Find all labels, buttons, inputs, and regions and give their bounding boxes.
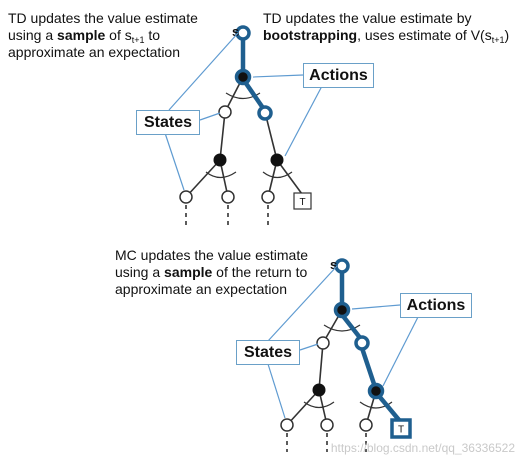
td-terminal-node [293,192,312,210]
td-callout-states-leaf [164,132,185,191]
td-terminal-label: T [299,197,305,208]
td-caption-right-line2-mid: , uses estimate of V(s [357,27,492,43]
td-leaf-state-1 [179,190,193,204]
td-leaf-state-2 [221,190,235,204]
mc-highlight-action-to-state [341,314,363,341]
mc-arc-action-right [359,401,393,409]
td-caption-left-line2-pre: using a [8,27,58,43]
td-callout-actions-root [252,74,304,78]
mc-arc-action-left [303,401,335,409]
td-states-label: States [136,110,200,135]
td-caption-right-line2: bootstrapping, uses estimate of V(st+1) [263,27,510,45]
td-action-node-right [270,153,284,167]
td-callout-states-left [199,112,221,121]
td-caption-right: TD updates the value estimate by bootstr… [263,10,510,45]
mc-root-action-node [333,301,351,319]
td-actions-label: Actions [303,63,374,88]
td-tree-edges [185,76,303,226]
mc-arc-root [323,324,361,332]
td-action-node-left [213,153,227,167]
mc-leaf-state-1 [280,418,294,432]
mc-highlight-state-to-action [359,347,377,385]
td-callout-states-root [168,32,239,111]
mc-edge-state-to-action-left [318,342,324,391]
td-arc-root [225,92,261,100]
td-callout-actions-right [284,85,323,157]
td-arc-action-right [262,171,293,179]
td-caption-left-line2: using a sample of st+1 to [8,27,198,45]
td-caption-left-line3: approximate an expectation [8,44,180,60]
mc-highlight-path [339,271,401,422]
td-root-label: s [232,24,239,39]
td-expectation-arcs [205,92,293,179]
mc-root-label: s [330,257,337,272]
td-caption-left-line2-post: to [144,27,161,43]
td-caption-right-line2-sub: t+1 [491,35,505,45]
td-caption-right-line2-bold: bootstrapping [263,27,358,43]
td-caption-left: TD updates the value estimate using a sa… [8,10,198,61]
mc-action-node-left [312,383,326,397]
mc-states-label: States [236,340,300,365]
td-caption-right-line1: TD updates the value estimate by [263,10,472,26]
td-caption-left-line2-bold: sample [57,27,106,43]
mc-callout-states-leaf [267,363,286,419]
mc-caption: MC updates the value estimate using a sa… [115,247,308,298]
mc-highlight-action-to-terminal [377,394,401,422]
td-root-state-node [235,25,251,41]
td-diagram: T s [164,24,323,226]
mc-actions-label: Actions [400,293,472,318]
td-caption-left-line2-sub: t+1 [131,35,145,45]
mc-leaf-state-2 [320,418,334,432]
td-caption-right-line2-post: ) [504,27,510,43]
td-callout-lines [164,32,323,191]
mc-leaf-state-3 [359,418,373,432]
td-caption-left-line1: TD updates the value estimate [8,10,198,26]
mc-callout-lines [267,265,419,419]
mc-terminal-node [390,418,412,439]
mc-diagram: T s [267,257,419,452]
td-next-state-node [257,105,273,121]
mc-callout-actions-root [351,304,401,310]
td-arc-action-left [205,171,237,179]
watermark-text: https://blog.csdn.net/qq_36336522 [330,441,515,455]
mc-state-node-left [316,336,330,350]
mc-terminal-label: T [398,425,404,436]
td-root-action-node [234,68,252,86]
td-edge-state-to-action-left [219,111,226,161]
td-edge-action-to-leaf-1 [185,159,221,198]
mc-callout-states-left [299,343,319,351]
mc-caption-line3: approximate an expectation [115,281,287,297]
mc-callout-states-root [267,265,338,342]
td-leaf-state-3 [261,190,275,204]
mc-caption-line2-pre: using a [115,264,165,280]
mc-callout-actions-path [382,316,419,387]
td-state-node-left [218,105,232,119]
mc-root-state-node [334,258,350,274]
mc-caption-line2-post: of the return to [212,264,308,280]
mc-action-node-path [367,382,385,400]
mc-caption-line2: using a sample of the return to [115,264,308,281]
mc-edge-action-to-leaf-1 [286,389,320,426]
mc-caption-line1: MC updates the value estimate [115,247,308,263]
mc-state-node-path [354,335,370,351]
td-edge-action-to-terminal [276,159,303,195]
mc-caption-line2-bold: sample [164,264,213,280]
td-caption-left-line2-mid: of s [105,27,132,43]
mc-expectation-arcs [303,324,393,409]
